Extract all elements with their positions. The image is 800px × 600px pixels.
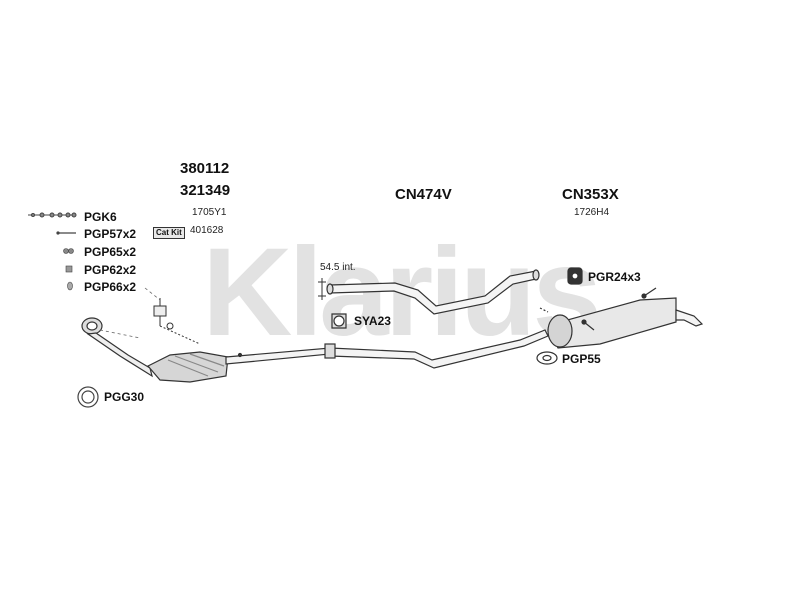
front-sub-code: 1705Y1	[192, 207, 227, 218]
part-label: PGP57x2	[84, 227, 137, 241]
rubber-mount-label: PGR24x3	[588, 270, 641, 284]
dimension-marker	[318, 278, 326, 300]
part-label: PGP65x2	[84, 245, 137, 259]
front-code-2: 321349	[180, 182, 231, 199]
washer-icon	[65, 265, 73, 273]
bolt-kit-icon	[28, 212, 77, 218]
rear-sub-code: 1726H4	[574, 207, 610, 218]
nut-icon	[63, 248, 74, 254]
front-code-1: 380112	[180, 160, 230, 177]
part-label: PGK6	[84, 210, 117, 224]
dimension-note: 54.5 int.	[320, 262, 356, 273]
middle-code: CN474V	[395, 186, 452, 203]
leader-lines	[99, 287, 161, 339]
lambda-sensor-bracket	[153, 298, 201, 345]
rear-code: CN353X	[562, 186, 619, 203]
front-pipe-catalyst	[81, 317, 331, 383]
rear-clamp-icon	[536, 351, 558, 365]
rear-silencer	[539, 287, 704, 349]
clamp-icon	[331, 313, 347, 329]
gasket-ring-icon	[77, 386, 99, 408]
bolt-icon	[56, 231, 76, 235]
intermediate-pipe	[326, 269, 540, 315]
rubber-mount-icon	[567, 267, 583, 285]
cat-kit-badge: Cat Kit	[153, 227, 185, 239]
spring-icon	[67, 281, 73, 291]
rear-clamp-label: PGP55	[562, 352, 601, 366]
gasket-front-label: PGG30	[104, 390, 145, 404]
cat-kit-code: 401628	[190, 225, 224, 236]
part-label: PGP66x2	[84, 280, 137, 294]
part-label: PGP62x2	[84, 263, 137, 277]
clamp-label: SYA23	[354, 314, 391, 328]
